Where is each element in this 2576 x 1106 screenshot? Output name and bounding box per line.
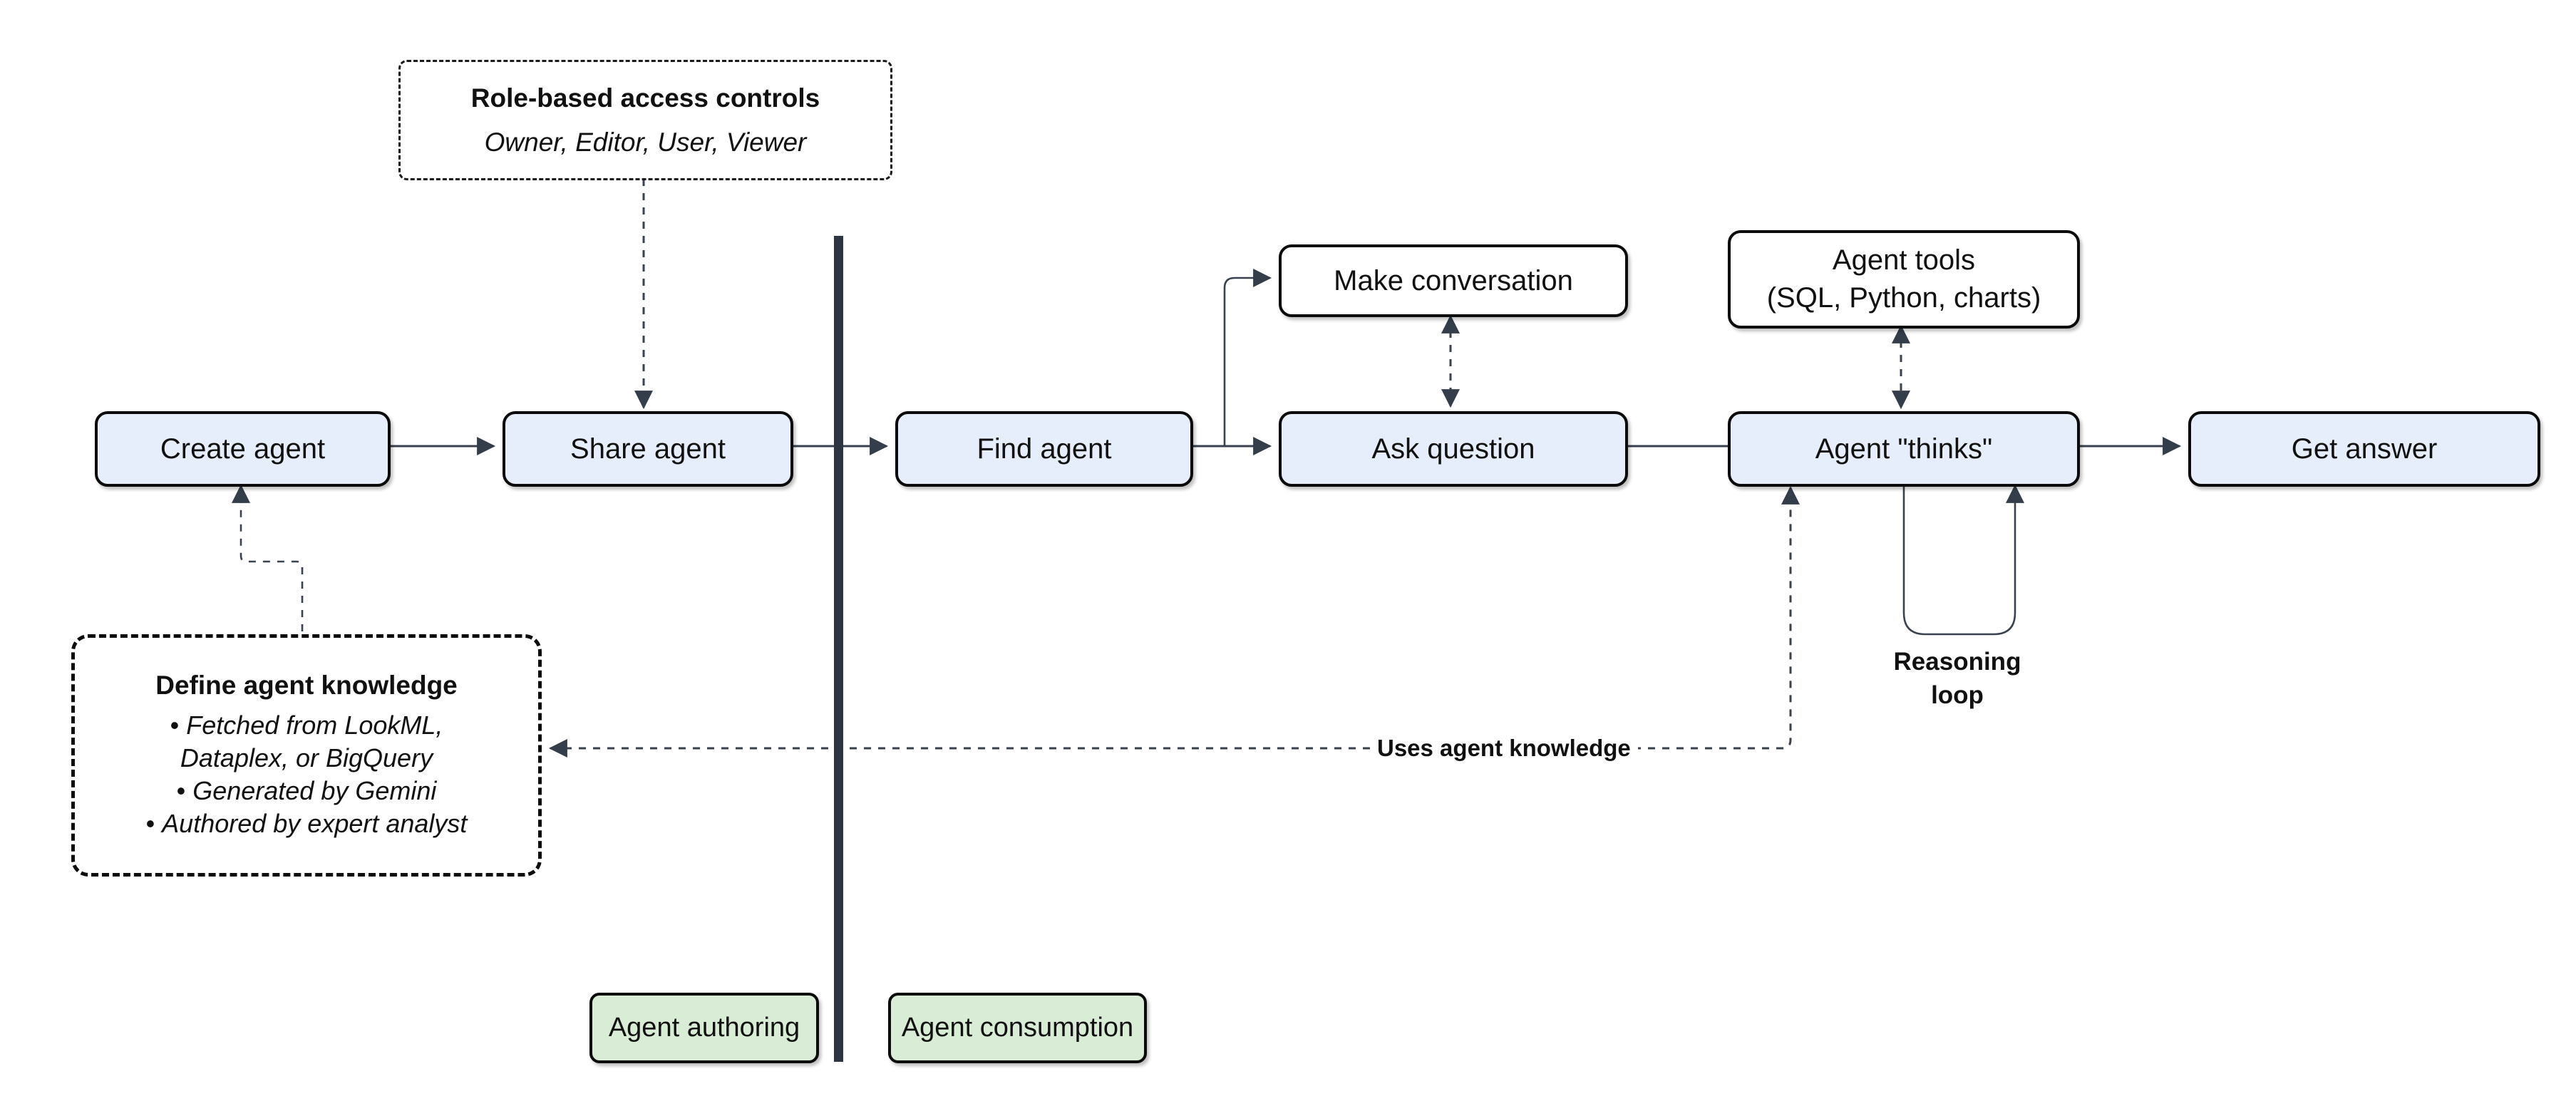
node-agent-tools: Agent tools (SQL, Python, charts) <box>1728 230 2080 329</box>
node-get-answer: Get answer <box>2188 411 2540 487</box>
bullet-icon: • <box>145 809 155 839</box>
node-agent-thinks-label: Agent "thinks" <box>1815 433 1993 465</box>
reasoning-loop-label: Reasoning loop <box>1850 645 2064 712</box>
rbac-roles: Owner, Editor, User, Viewer <box>484 127 807 157</box>
node-find-agent: Find agent <box>895 411 1193 487</box>
node-share-agent: Share agent <box>503 411 793 487</box>
node-create-agent: Create agent <box>95 411 391 487</box>
agent-tools-line2: (SQL, Python, charts) <box>1766 282 2041 314</box>
reasoning-loop-line2: loop <box>1931 681 1984 709</box>
node-agent-thinks: Agent "thinks" <box>1728 411 2080 487</box>
bullet-icon: • <box>176 776 186 805</box>
knowledge-bullet-2-text: Generated by Gemini <box>192 776 437 805</box>
knowledge-bullet-3: •Authored by expert analyst <box>146 807 468 840</box>
agent-authoring-label: Agent authoring <box>608 1012 800 1043</box>
edge-knowledge-to-create <box>232 484 304 631</box>
rbac-title: Role-based access controls <box>470 83 820 113</box>
edge-find-to-make-conversation <box>1223 269 1272 446</box>
lane-tag-agent-authoring: Agent authoring <box>589 993 819 1063</box>
node-ask-question: Ask question <box>1279 411 1628 487</box>
node-ask-question-label: Ask question <box>1371 433 1535 465</box>
edge-reasoning-loop <box>1902 481 2024 636</box>
node-create-agent-label: Create agent <box>160 433 326 465</box>
bullet-icon: • <box>170 710 180 740</box>
knowledge-bullet-2: •Generated by Gemini <box>177 775 437 807</box>
edge-uses-agent-knowledge <box>548 485 1800 758</box>
node-make-conversation: Make conversation <box>1279 244 1628 317</box>
knowledge-bullet-1: •Fetched from LookML, Dataplex, or BigQu… <box>114 709 499 775</box>
reasoning-loop-line1: Reasoning <box>1893 648 2021 676</box>
node-find-agent-label: Find agent <box>977 433 1112 465</box>
agent-tools-line1: Agent tools <box>1832 244 1976 276</box>
knowledge-title: Define agent knowledge <box>155 670 458 700</box>
node-share-agent-label: Share agent <box>570 433 726 465</box>
node-agent-tools-label: Agent tools (SQL, Python, charts) <box>1767 242 2041 317</box>
knowledge-bullet-3-text: Authored by expert analyst <box>162 809 468 839</box>
uses-agent-knowledge-label: Uses agent knowledge <box>1370 733 1638 764</box>
lane-divider <box>834 236 843 1062</box>
knowledge-bullet-1-text: Fetched from LookML, Dataplex, or BigQue… <box>180 710 443 772</box>
lane-tag-agent-consumption: Agent consumption <box>888 993 1147 1063</box>
note-role-based-access: Role-based access controls Owner, Editor… <box>398 60 892 180</box>
node-make-conversation-label: Make conversation <box>1334 265 1573 296</box>
agent-consumption-label: Agent consumption <box>901 1012 1134 1043</box>
node-get-answer-label: Get answer <box>2291 433 2438 465</box>
note-define-agent-knowledge: Define agent knowledge •Fetched from Loo… <box>71 634 542 877</box>
